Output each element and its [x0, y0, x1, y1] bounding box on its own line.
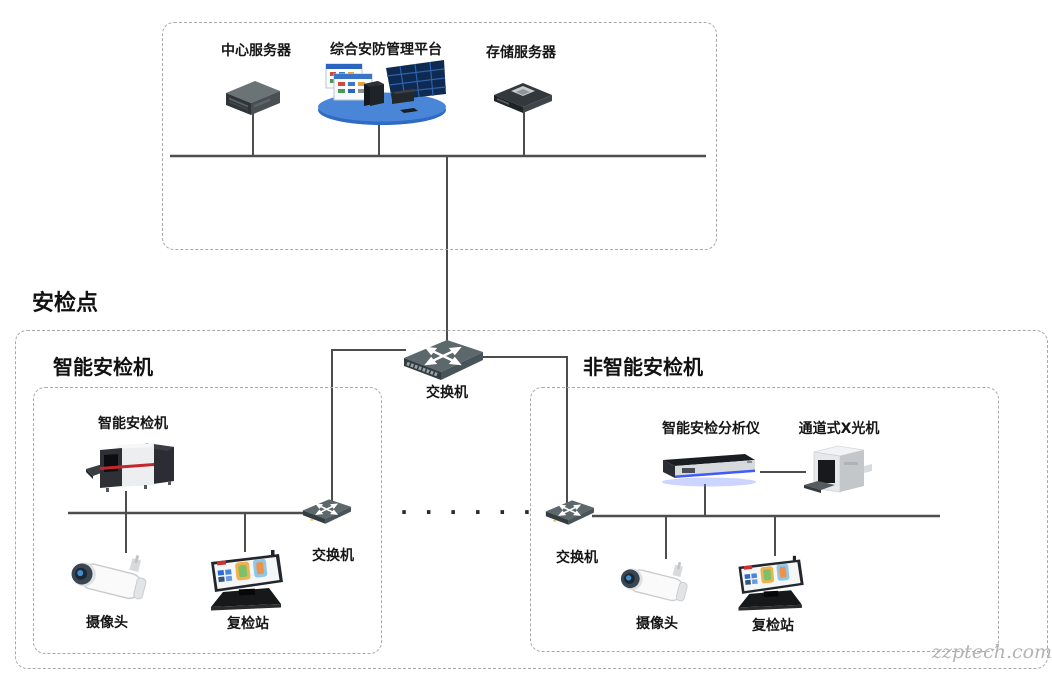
- smart-recheck-label: 复检站: [227, 616, 269, 632]
- smart-recheck-terminal-icon: [203, 548, 293, 612]
- tunnel-xray-machine-icon: [802, 440, 874, 498]
- xray-machine-label: 通道式X光机: [798, 421, 880, 437]
- nonsmart-camera-label: 摄像头: [636, 616, 678, 632]
- storage-server-label: 存储服务器: [486, 45, 556, 61]
- nonsmart-lane-switch-icon: [541, 495, 597, 529]
- central-server-icon: [220, 76, 286, 118]
- nonsmart-lane-switch-label: 交换机: [556, 550, 598, 566]
- nonsmart-lane-heading: 非智能安检机: [583, 355, 703, 379]
- security-platform-label: 综合安防管理平台: [330, 42, 442, 58]
- smart-lane-heading: 智能安检机: [53, 355, 153, 379]
- checkpoint-box: [15, 330, 1048, 669]
- nonsmart-lane-box: [530, 387, 999, 652]
- smart-camera-label: 摄像头: [86, 615, 128, 631]
- smart-camera-bullet-camera-icon: [66, 550, 158, 612]
- smart-lane-box: [33, 387, 382, 654]
- smart-machine-xray-scanner-icon: [84, 438, 186, 494]
- storage-server-icon: [489, 78, 557, 116]
- core-switch-label: 交换机: [426, 385, 468, 401]
- smart-lane-switch-label: 交换机: [312, 548, 354, 564]
- ellipsis-dots: . . . . . .: [400, 495, 536, 519]
- analyzer-label: 智能安检分析仪: [662, 421, 760, 437]
- server-room-box: [162, 22, 717, 250]
- smart-lane-switch-icon: [298, 494, 354, 528]
- security-platform-icon: [312, 58, 452, 128]
- nonsmart-lane-branch-line: [480, 356, 568, 504]
- nonsmart-recheck-terminal-icon: [728, 554, 816, 612]
- checkpoint-heading: 安检点: [32, 291, 99, 316]
- analyzer-box-icon: [655, 450, 763, 488]
- nonsmart-camera-bullet-camera-icon: [616, 556, 698, 614]
- smart-machine-label: 智能安检机: [98, 416, 168, 432]
- nonsmart-recheck-label: 复检站: [752, 618, 794, 634]
- central-server-label: 中心服务器: [221, 43, 291, 59]
- watermark: zzptech.com: [932, 641, 1052, 663]
- smart-lane-branch-line: [331, 349, 406, 502]
- core-switch-icon: [396, 336, 488, 382]
